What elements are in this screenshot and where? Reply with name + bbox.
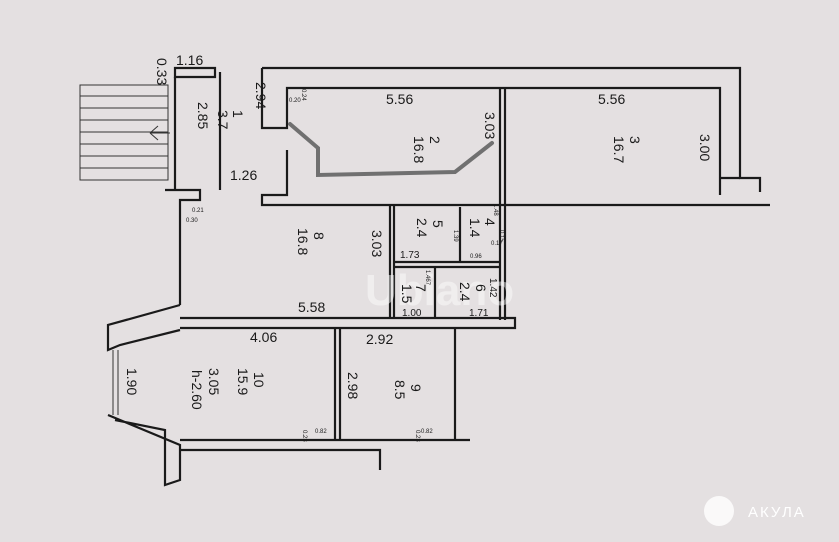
room-8: 8 16.8 5.58 3.03 0.21 0.30 (186, 208, 385, 315)
room-4-number: 4 (482, 218, 498, 226)
room-9: 2.92 2.98 9 8.5 0.82 0.23 (345, 331, 433, 442)
room-8-area: 16.8 (295, 228, 311, 255)
room-10-dim-b: 3.05 (206, 368, 222, 395)
room-5-area: 2.4 (414, 218, 430, 238)
shark-icon (704, 496, 734, 526)
room-5-dim-a: 1.73 (400, 250, 420, 261)
room-2-number: 2 (427, 136, 443, 144)
room-1-number: 1 (230, 110, 246, 118)
akula-logo: АКУЛА (704, 496, 806, 526)
room-4-note-a: 0.17 (491, 241, 503, 247)
room-6-number: 6 (473, 284, 489, 292)
room-7-dim-a: 1.00 (402, 308, 422, 319)
room-2-area: 16.8 (411, 136, 427, 163)
room-3-area: 16.7 (611, 136, 627, 163)
room-9-dim-b: 2.98 (345, 372, 361, 399)
room-7-number: 7 (413, 284, 429, 292)
room-10-area: 15.9 (235, 368, 251, 395)
room-10-height: h-2.60 (189, 370, 205, 410)
room-6: 6 2.4 1.71 1.42 (457, 278, 498, 319)
partition-marker (288, 122, 494, 178)
room-3-dim-a: 5.56 (598, 91, 625, 107)
room-10-note-b: 0.23 (301, 430, 307, 442)
room-3: 5.56 3.00 3 16.7 (598, 91, 713, 163)
room-8-number: 8 (311, 232, 327, 240)
room-4: 4 1.4 1.48 0.96 0.17 0.15 (467, 204, 504, 260)
room-10-number: 10 (251, 372, 267, 388)
room-10-note-a: 0.82 (315, 429, 327, 435)
room-9-area: 8.5 (392, 380, 408, 400)
watermark: Ubiano (365, 266, 514, 315)
room-7: 7 1.5 1.00 1.467 (399, 270, 430, 319)
room-1: 2.85 2.94 1 3.7 (195, 82, 269, 130)
room-2-dim-b: 3.03 (482, 112, 498, 139)
room-7-dim-b: 1.467 (424, 270, 430, 286)
room-2-dim-a: 5.56 (386, 91, 413, 107)
room-8-note-b: 0.30 (186, 218, 198, 224)
room-3-dim-b: 3.00 (697, 134, 713, 161)
room-8-note-a: 0.21 (192, 208, 204, 214)
room-4-area: 1.4 (467, 218, 483, 238)
logo-text: АКУЛА (748, 504, 806, 521)
room-5: 5 2.4 1.73 1.39 (400, 218, 458, 261)
room-3-number: 3 (627, 136, 643, 144)
room-2-note-a: 0.24 (300, 89, 306, 101)
room-7-area: 1.5 (399, 284, 415, 304)
room-4-dim-b: 0.96 (470, 254, 482, 260)
room-6-dim-a: 1.71 (469, 308, 489, 319)
walls (106, 66, 770, 487)
room-6-area: 2.4 (457, 282, 473, 302)
dim-hall: 1.26 (230, 167, 257, 183)
room-10: 4.06 3.05 1.90 h-2.60 10 15.9 0.82 0.23 (124, 329, 327, 442)
room-9-number: 9 (408, 384, 424, 392)
room-1-area: 3.7 (215, 110, 231, 130)
room-5-number: 5 (430, 220, 446, 228)
room-1-dim-b: 2.85 (195, 102, 211, 129)
room-9-dim-a: 2.92 (366, 331, 393, 347)
room-8-dim-b: 3.03 (369, 230, 385, 257)
room-10-dim-a: 4.06 (250, 329, 277, 345)
stairs (79, 84, 170, 181)
room-8-dim-a: 5.58 (298, 299, 325, 315)
room-9-note-b: 0.23 (414, 430, 420, 442)
room-2-note-b: 0.20 (289, 98, 301, 104)
dim-top-offset: 0.33 (154, 58, 170, 85)
dim-top-left: 1.16 (176, 52, 203, 68)
room-9-note-a: 0.82 (421, 429, 433, 435)
room-6-dim-b: 1.42 (487, 278, 498, 298)
room-4-dim-a: 1.48 (492, 204, 498, 216)
room-1-dim-a: 2.94 (253, 82, 269, 109)
room-5-dim-b: 1.39 (452, 230, 458, 242)
room-10-dim-c: 1.90 (124, 368, 140, 395)
room-2: 5.56 3.03 2 16.8 0.24 0.20 (289, 89, 498, 163)
room-4-note-b: 0.15 (498, 230, 504, 242)
